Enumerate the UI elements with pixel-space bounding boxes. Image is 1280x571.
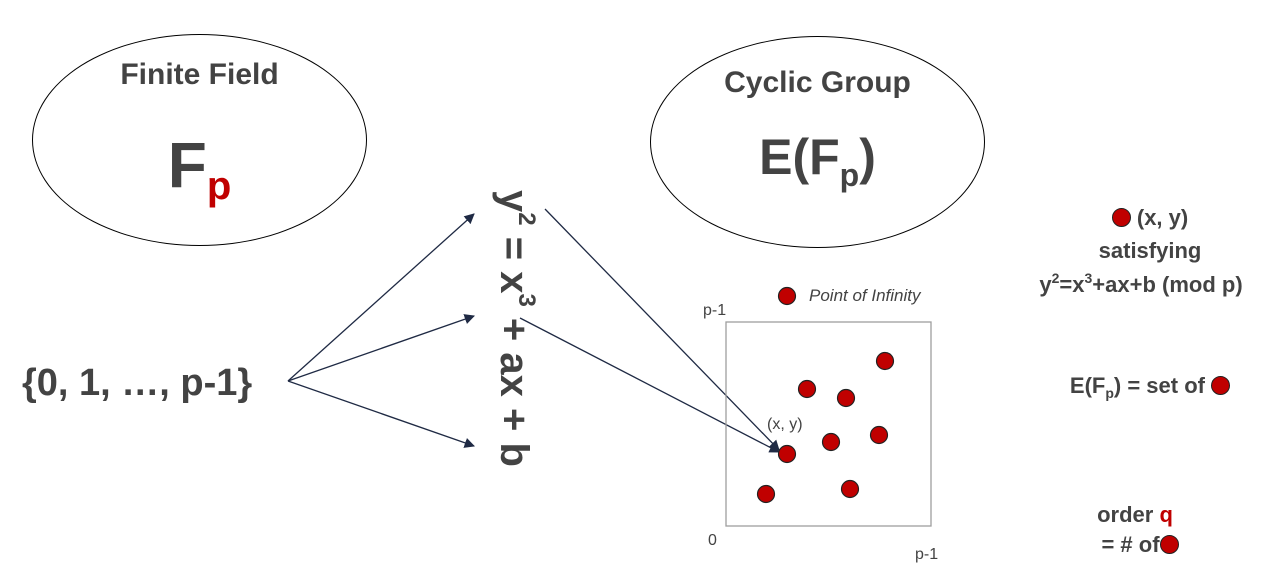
point-1: [875, 351, 895, 371]
arrow-x3-to-point: [519, 317, 780, 453]
plot-origin-label: 0: [708, 532, 717, 549]
set-label: {0, 1, …, p-1}: [22, 362, 253, 404]
eq-x-exp: 3: [513, 293, 540, 307]
explanation-point: (x, y): [1080, 205, 1220, 231]
explanation-order: order q: [1070, 502, 1200, 528]
set-prefix: E(F: [1069, 373, 1106, 398]
arrow-to-y2: [287, 213, 475, 382]
finite-field-title: Finite Field: [120, 58, 279, 91]
legend-infinity-label: Point of Infinity: [809, 286, 921, 305]
finite-field-symbol: Fp: [32, 128, 367, 209]
field-subscript: p: [206, 164, 232, 208]
cond-rest: +ax+b (mod p): [1092, 272, 1243, 297]
order-count: = # of: [1101, 532, 1160, 557]
order-q: q: [1159, 502, 1173, 527]
plot-box: [725, 321, 932, 527]
plot-point-label: (x, y): [767, 416, 803, 433]
explanation-condition: y2=x3+ax+b (mod p): [1016, 270, 1266, 298]
red-dot-icon: [1111, 208, 1131, 227]
eq-y-exp: 2: [513, 212, 540, 226]
legend-point-infinity: [777, 286, 797, 306]
eq-y: y: [492, 190, 536, 213]
cond-mid: =x: [1059, 272, 1085, 297]
set-sub: p: [1105, 385, 1114, 401]
explanation-set: E(Fp) = set of: [1050, 373, 1250, 401]
cyclic-group-symbol: E(Fp): [650, 128, 985, 194]
cond-y-exp: 2: [1051, 270, 1060, 286]
cond-x-exp: 3: [1084, 270, 1093, 286]
point-8: [840, 479, 860, 499]
explanation-count: = # of: [1080, 532, 1200, 558]
group-prefix: E(F: [759, 129, 840, 185]
field-letter: F: [167, 129, 207, 201]
red-dot-icon: [1211, 376, 1231, 395]
point-3: [836, 388, 856, 408]
plot-x-max-label: p-1: [915, 546, 939, 563]
group-suffix: ): [859, 129, 876, 185]
plot-y-max-label: p-1: [703, 302, 727, 319]
point-7: [756, 484, 776, 504]
point-2: [797, 379, 817, 399]
point-4: [821, 432, 841, 452]
cyclic-group-ellipse: [650, 36, 985, 248]
eq-eq-x: = x: [492, 225, 536, 294]
set-suffix: ) = set of: [1113, 373, 1205, 398]
order-prefix: order: [1097, 502, 1160, 527]
arrow-to-axb: [287, 380, 475, 448]
cond-y: y: [1039, 272, 1052, 297]
finite-field-ellipse: [32, 34, 367, 246]
eq-rest: + ax + b: [492, 306, 536, 467]
curve-equation: y2 = x3 + ax + b: [491, 190, 540, 467]
explanation-point-text: (x, y): [1136, 205, 1189, 230]
cyclic-group-title: Cyclic Group: [724, 66, 911, 99]
plot-points: [756, 286, 895, 504]
arrow-y2-to-point: [544, 208, 780, 451]
red-dot-icon: [1159, 535, 1179, 554]
explanation-satisfying: satisfying: [1098, 238, 1202, 263]
point-6: [777, 444, 797, 464]
point-5: [869, 425, 889, 445]
group-subscript: p: [839, 157, 860, 193]
arrow-to-x3: [287, 314, 475, 382]
